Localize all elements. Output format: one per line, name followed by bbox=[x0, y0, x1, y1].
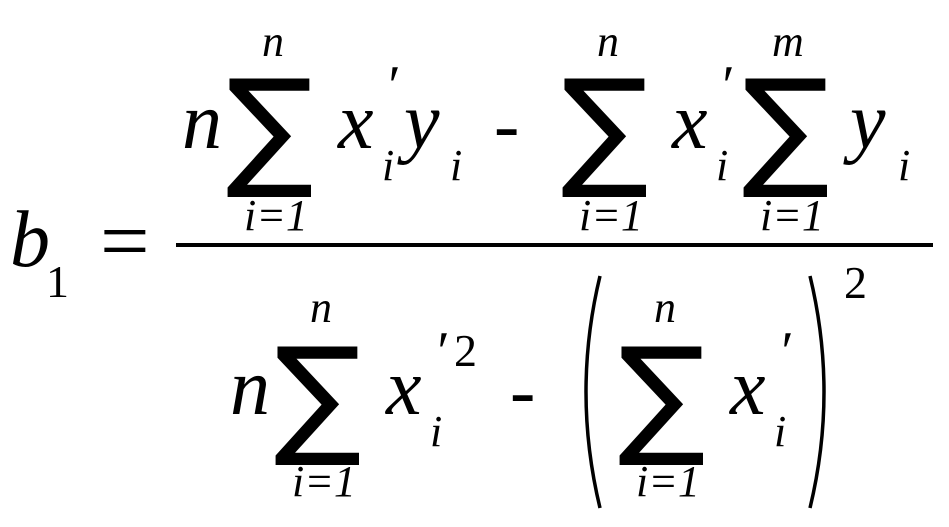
den-term1-x-sub: i bbox=[430, 407, 442, 456]
den-right-paren bbox=[808, 275, 826, 509]
num-minus: - bbox=[494, 83, 519, 167]
num-term2-x: x bbox=[671, 78, 708, 166]
den-sum1-upper: n bbox=[310, 283, 332, 332]
den-term1-sup: 2 bbox=[454, 325, 477, 376]
num-term2-x-sub: i bbox=[716, 141, 728, 190]
num-term3-y-sub: i bbox=[898, 141, 910, 190]
num-term1-x-sub: i bbox=[382, 141, 394, 190]
num-sum1-lower: i=1 bbox=[244, 191, 308, 240]
num-sum1-upper: n bbox=[262, 17, 284, 66]
den-sum2-sigma: ∑ bbox=[618, 319, 706, 471]
num-sum3-sigma: ∑ bbox=[742, 51, 830, 203]
num-term1-prime: ′ bbox=[385, 55, 398, 117]
den-term2-prime: ′ bbox=[778, 321, 791, 383]
den-sum2-upper: n bbox=[654, 283, 676, 332]
num-term3-y: y bbox=[843, 78, 886, 166]
den-term2-x: x bbox=[729, 344, 766, 432]
den-sum2-lower: i=1 bbox=[636, 457, 700, 506]
den-minus: - bbox=[510, 349, 535, 433]
num-term1-y-sub: i bbox=[450, 141, 462, 190]
num-sum3-upper: m bbox=[772, 17, 804, 66]
den-sum1-sigma: ∑ bbox=[274, 319, 362, 471]
num-coef-n: n bbox=[182, 78, 222, 166]
num-sum1-sigma: ∑ bbox=[226, 51, 314, 203]
den-term2-x-sub: i bbox=[774, 407, 786, 456]
num-sum2-lower: i=1 bbox=[579, 191, 643, 240]
den-outer-sup: 2 bbox=[844, 257, 867, 308]
equals-sign: = bbox=[100, 193, 150, 290]
num-sum2-upper: n bbox=[597, 17, 619, 66]
den-coef-n: n bbox=[230, 344, 270, 432]
num-sum3-lower: i=1 bbox=[760, 191, 824, 240]
den-term1-prime: ′ bbox=[434, 321, 447, 383]
num-sum2-sigma: ∑ bbox=[561, 51, 649, 203]
num-term1-x: x bbox=[337, 78, 374, 166]
den-left-paren bbox=[584, 275, 602, 509]
lhs-subscript: 1 bbox=[46, 256, 69, 307]
num-term1-y: y bbox=[397, 78, 440, 166]
den-sum1-lower: i=1 bbox=[292, 457, 356, 506]
lhs-b: b bbox=[10, 196, 50, 284]
den-term1-x: x bbox=[385, 344, 422, 432]
num-term2-prime: ′ bbox=[719, 55, 732, 117]
